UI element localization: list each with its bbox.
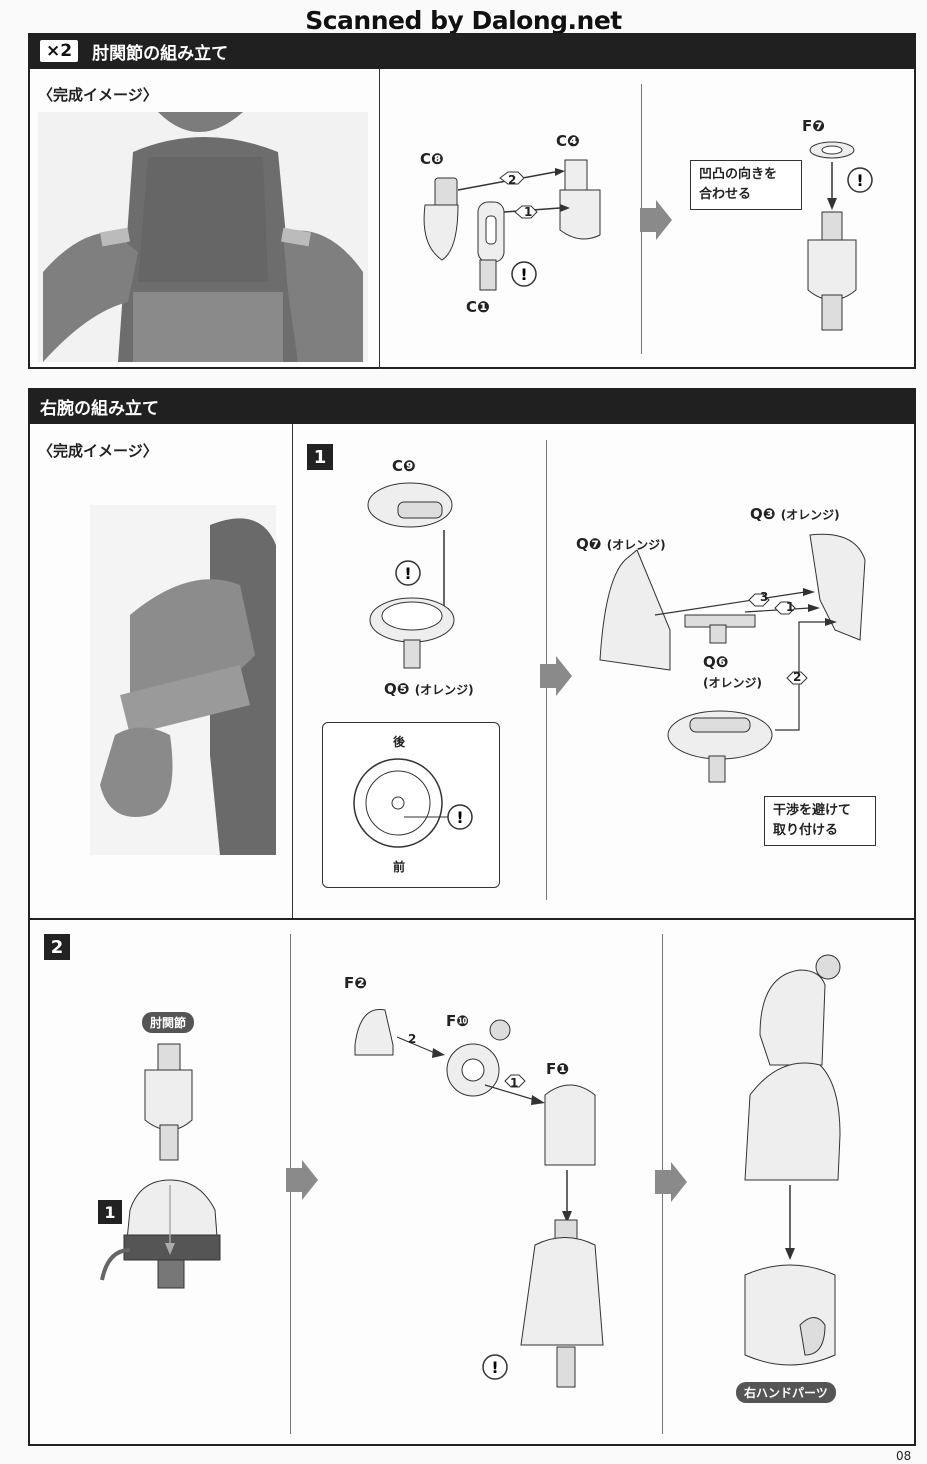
image-caption: 〈完成イメージ〉: [38, 442, 158, 460]
step-2-marker: 2: [508, 173, 517, 187]
section-title: 右腕の組み立て: [40, 398, 159, 419]
step-1-marker: 1: [786, 600, 795, 614]
right-hand-part-tag: 右ハンドパーツ: [736, 1382, 836, 1403]
part-q6-label: Q❻: [703, 653, 729, 671]
next-step-arrow: [655, 1162, 687, 1202]
step-3-marker: 3: [760, 590, 769, 604]
image-caption: 〈完成イメージ〉: [38, 86, 158, 104]
part-q3-label: Q❸ (オレンジ): [750, 505, 840, 523]
forearm-parts-diagram: !: [354, 1008, 604, 1388]
section-right-arm-header: 右腕の組み立て: [28, 388, 916, 424]
upper-arm-joint-diagram: !: [367, 482, 455, 669]
svg-text:!: !: [520, 265, 527, 284]
step-number: 1: [307, 444, 333, 470]
svg-text:!: !: [856, 171, 863, 190]
page-number: 08: [896, 1449, 912, 1463]
part-q7-label: Q❼ (オレンジ): [576, 535, 666, 553]
step-2-marker: 2: [408, 1032, 417, 1046]
part-f2-label: F❷: [344, 974, 367, 992]
scan-watermark: Scanned by Dalong.net: [305, 6, 622, 35]
part-q5-label: Q❺ (オレンジ): [384, 680, 474, 698]
part-f1-label: F❶: [546, 1060, 569, 1078]
sub-step-number: 1: [98, 1200, 122, 1224]
part-f10-label: F❿: [446, 1012, 469, 1030]
part-c4-label: C❹: [556, 132, 580, 150]
part-c8-label: C❽: [420, 150, 444, 168]
elbow-assembled-diagram: !: [807, 141, 873, 331]
svg-text:!: !: [491, 1358, 498, 1377]
right-arm-preview-photo: [90, 505, 276, 855]
detail-front-label: 前: [393, 860, 406, 874]
svg-text:!: !: [404, 564, 411, 583]
quantity-badge: ×2: [40, 40, 79, 62]
divider: [292, 424, 293, 920]
elbow-joint-tag: 肘関節: [142, 1012, 195, 1033]
next-step-arrow: [286, 1160, 318, 1200]
elbow-preview-photo: [38, 112, 368, 362]
part-c9-label: C❾: [392, 457, 416, 475]
elbow-parts-diagram: !: [423, 159, 601, 291]
step-1-marker: 1: [510, 1076, 519, 1090]
part-q6-color: (オレンジ): [703, 676, 762, 690]
section-elbow-header: ×2 肘関節の組み立て: [28, 33, 916, 69]
forearm-assembly-diagram: [599, 533, 866, 783]
upper-arm-insertion-diagram: [100, 1043, 221, 1289]
step-2-marker: 2: [793, 670, 802, 684]
divider: [379, 69, 380, 369]
detail-back-label: 後: [393, 735, 406, 749]
step-1-marker: 1: [524, 205, 533, 219]
align-note: 凹凸の向きを 合わせる: [690, 160, 802, 210]
svg-text:!: !: [456, 808, 463, 827]
step-number: 2: [44, 934, 70, 960]
part-c1-label: C❶: [466, 298, 490, 316]
completed-arm-diagram: [744, 954, 841, 1366]
next-step-arrow: [540, 656, 572, 696]
part-f7-label: F❼: [802, 117, 825, 135]
next-step-arrow: [640, 200, 672, 240]
detail-view-diagram: !: [353, 758, 473, 848]
section-title: 肘関節の組み立て: [92, 43, 229, 64]
interference-note: 干渉を避けて 取り付ける: [764, 796, 876, 846]
